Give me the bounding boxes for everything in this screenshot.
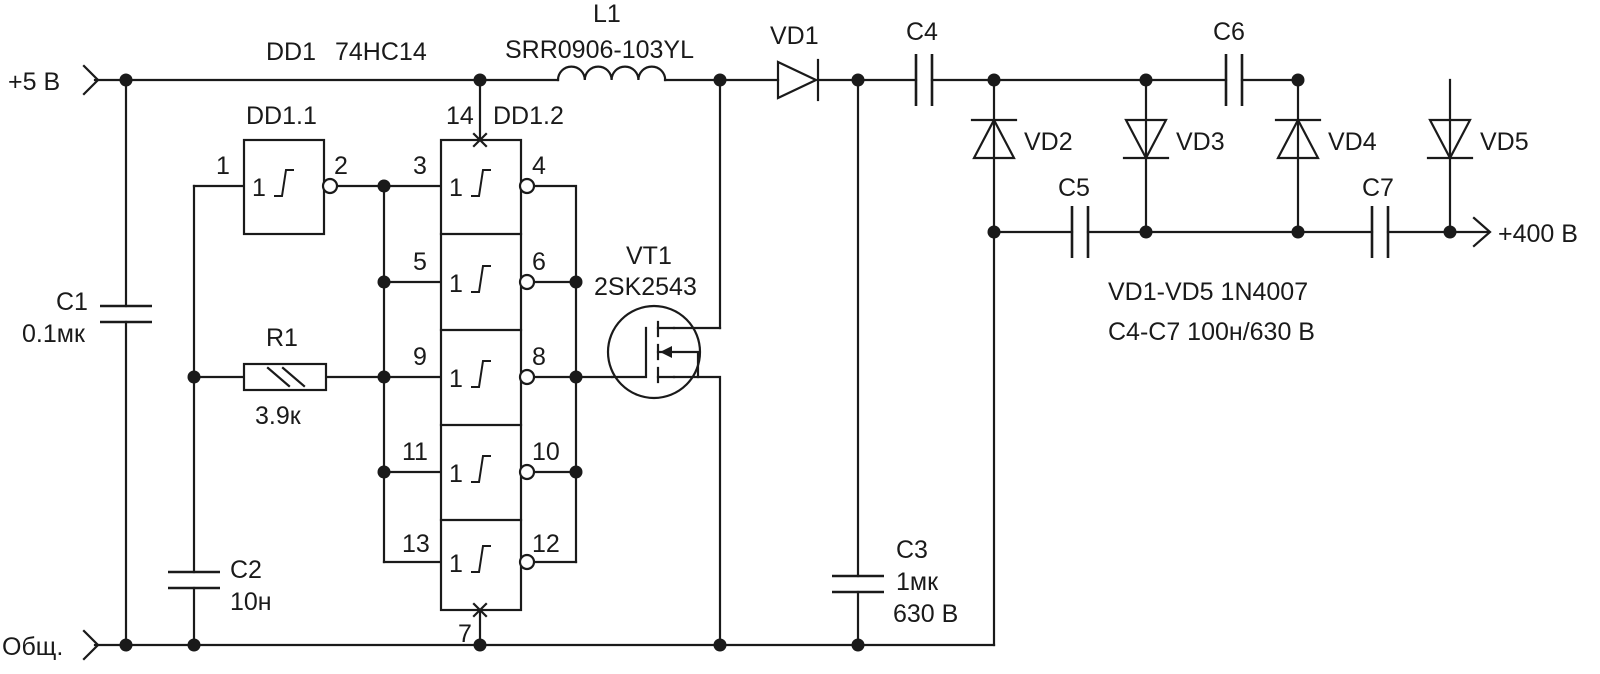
label-c5: C5 <box>1058 174 1090 202</box>
capacitor-c1-symbol <box>100 304 152 324</box>
diode-vd1-symbol <box>776 58 820 102</box>
label-ground: Общ. <box>2 633 63 661</box>
label-r1-value: 3.9к <box>255 402 302 430</box>
inductor-l1-symbol <box>556 65 667 82</box>
gate-symbol-g5: 1 <box>449 550 463 578</box>
label-vt1: VT1 <box>626 242 672 270</box>
pin-11: 11 <box>402 438 428 466</box>
capacitor-c6-symbol <box>1224 54 1244 106</box>
note-capacitors: C4-C7 100н/630 В <box>1108 318 1315 346</box>
label-vt1-value: 2SK2543 <box>594 273 697 301</box>
note-diodes: VD1-VD5 1N4007 <box>1108 278 1308 306</box>
label-c3-value: 1мк <box>896 568 939 596</box>
label-vd1: VD1 <box>770 22 819 50</box>
pin-8: 8 <box>532 343 546 371</box>
label-c1: C1 <box>56 288 88 316</box>
capacitor-c2-symbol <box>168 570 220 590</box>
label-l1: L1 <box>593 0 621 28</box>
label-c2-value: 10н <box>230 588 272 616</box>
label-c3: C3 <box>896 536 928 564</box>
capacitor-c3-symbol <box>832 574 884 594</box>
label-plus5v: +5 В <box>8 68 60 96</box>
capacitor-c5-symbol <box>1070 206 1090 258</box>
label-vd5: VD5 <box>1480 128 1529 156</box>
diode-vd3-symbol <box>1122 118 1170 161</box>
pin-5: 5 <box>413 248 427 276</box>
label-c3-voltage: 630 В <box>893 600 958 628</box>
label-l1-value: SRR0906-103YL <box>505 36 694 64</box>
label-c1-value: 0.1мк <box>22 320 86 348</box>
pin-13: 13 <box>402 530 430 558</box>
capacitor-c7-symbol <box>1370 206 1390 258</box>
gate-symbol-g2: 1 <box>449 270 463 298</box>
pin-10: 10 <box>532 438 560 466</box>
label-c6: C6 <box>1213 18 1245 46</box>
label-dd1: DD1 <box>266 38 316 66</box>
label-r1: R1 <box>266 324 298 352</box>
diode-vd4-symbol <box>1274 117 1322 160</box>
mosfet-vt1-symbol <box>606 304 702 400</box>
gate-symbol-g4: 1 <box>449 460 463 488</box>
label-dd1-2: DD1.2 <box>493 102 564 130</box>
pin-2: 2 <box>334 152 348 180</box>
capacitor-c4-symbol <box>914 54 934 106</box>
label-c2: C2 <box>230 556 262 584</box>
label-vd2: VD2 <box>1024 128 1073 156</box>
junction-dots <box>119 73 1457 652</box>
pin-4: 4 <box>532 152 546 180</box>
gate-dd1-1 <box>242 138 339 236</box>
label-output-400v: +400 В <box>1498 220 1578 248</box>
pin-6: 6 <box>532 248 546 276</box>
diode-vd5-symbol <box>1426 118 1474 161</box>
resistor-r1-symbol <box>242 362 328 392</box>
pin-12: 12 <box>532 530 560 558</box>
label-vcc-pin: 14 <box>446 102 474 130</box>
label-74hc14: 74HC14 <box>335 38 427 66</box>
label-vd4: VD4 <box>1328 128 1377 156</box>
gate-dd1-2-stack <box>439 132 536 618</box>
pin-9: 9 <box>413 343 427 371</box>
label-c4: C4 <box>906 18 938 46</box>
label-dd1-1: DD1.1 <box>246 102 317 130</box>
diode-vd2-symbol <box>970 117 1018 160</box>
gate-symbol-g1: 1 <box>449 174 463 202</box>
pin-3: 3 <box>413 152 427 180</box>
label-vd3: VD3 <box>1176 128 1225 156</box>
gate-symbol-dd1-1: 1 <box>252 174 266 202</box>
gate-symbol-g3: 1 <box>449 365 463 393</box>
label-c7: C7 <box>1362 174 1394 202</box>
labels: +5 В Общ. +400 В DD1 74HC14 DD1.1 DD1.2 … <box>2 0 1578 661</box>
label-gnd-pin: 7 <box>458 620 472 648</box>
pin-1: 1 <box>216 152 230 180</box>
